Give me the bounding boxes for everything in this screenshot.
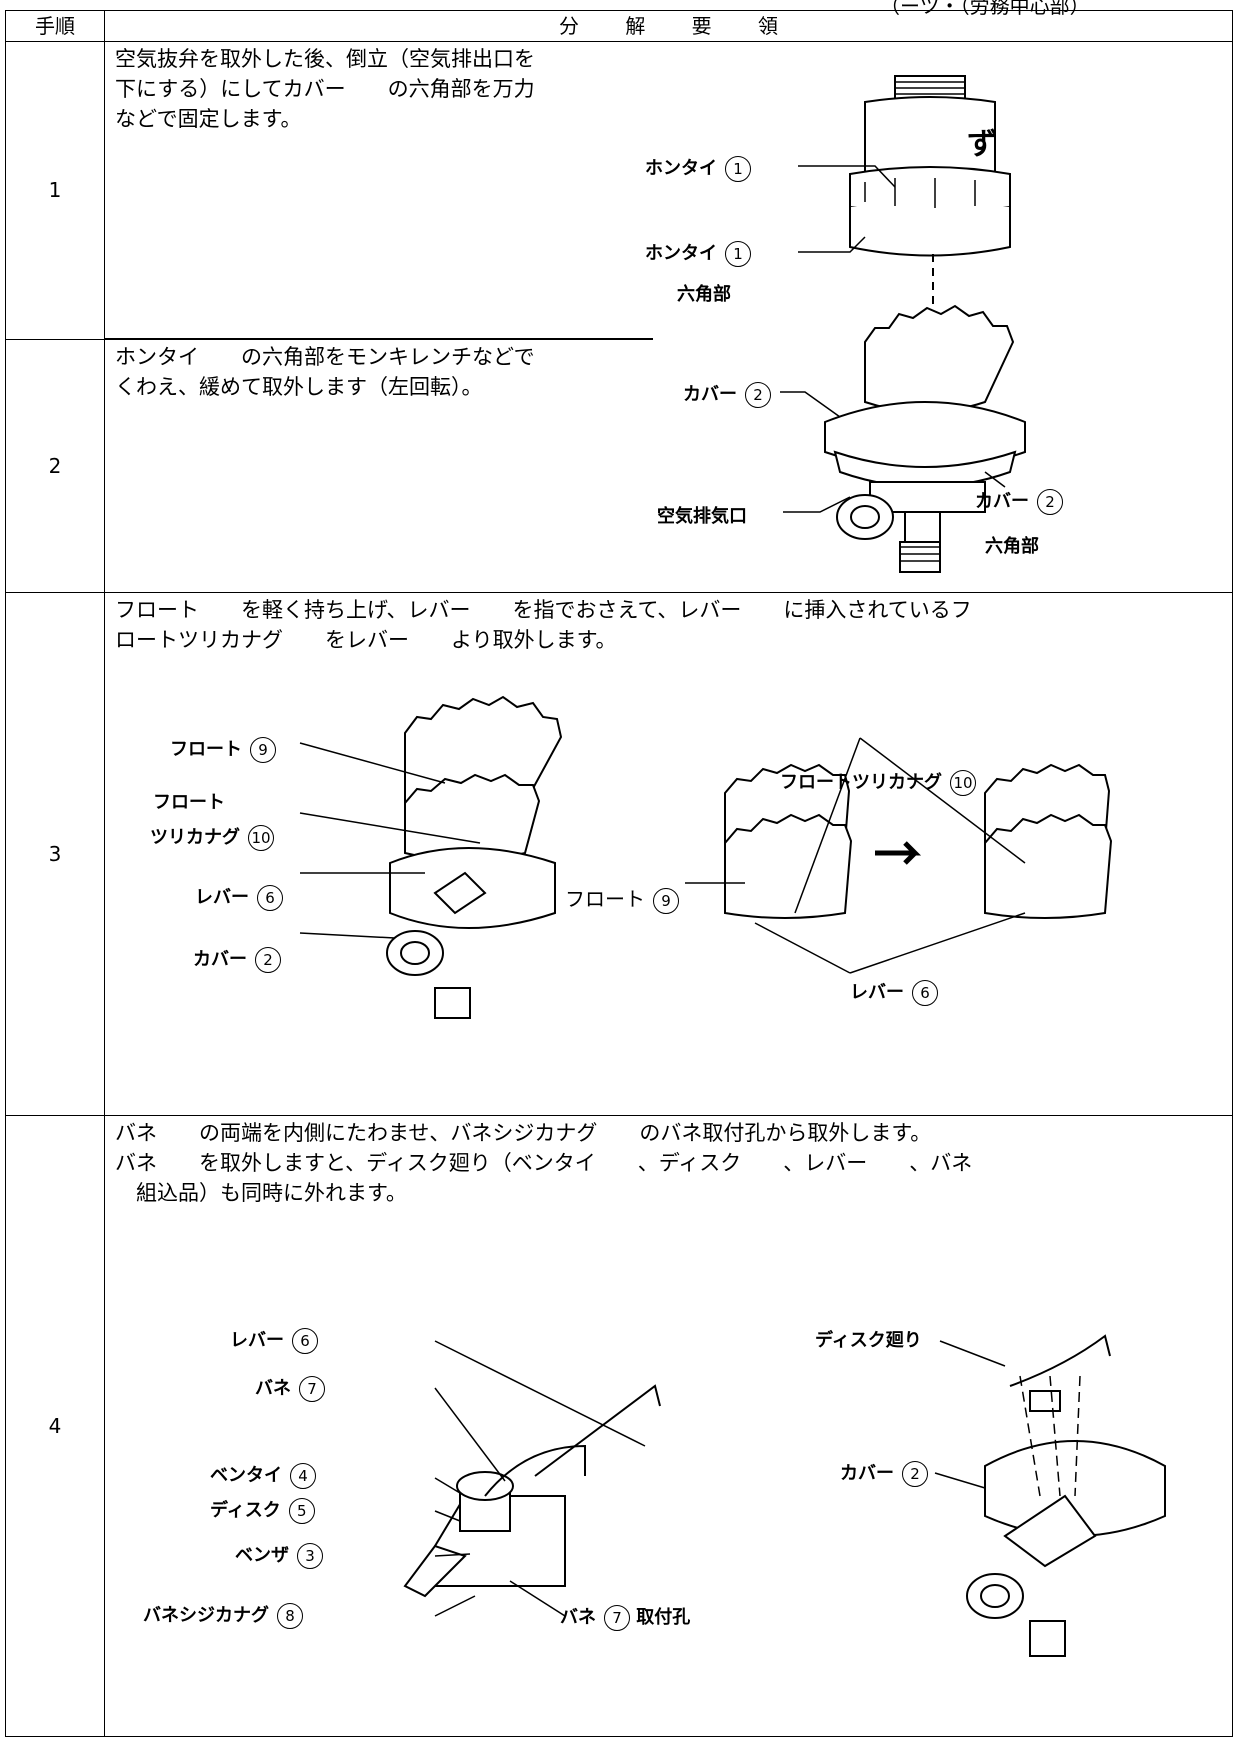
step-row-4: 4 バネ の両端を内側にたわませ、バネシジカナグ のバネ取付孔から取外します。 … bbox=[5, 1115, 1233, 1737]
tsurikanagu-label: ツリカナグ 10 bbox=[150, 823, 274, 851]
cover-label-2: カバー 2 bbox=[975, 487, 1063, 515]
circled-number: 9 bbox=[653, 888, 679, 914]
circled-number: 10 bbox=[248, 825, 274, 851]
step-3-cell: フロート を軽く持ち上げ、レバー を指でおさえて、レバー に挿入されているフ ロ… bbox=[104, 592, 1233, 1116]
step-header: 手順 bbox=[5, 10, 105, 42]
step-4-cell: バネ の両端を内側にたわませ、バネシジカナグ のバネ取付孔から取外します。 バネ… bbox=[104, 1115, 1233, 1737]
lever-label: レバー 6 bbox=[195, 883, 283, 911]
circled-number: 10 bbox=[950, 770, 976, 796]
label-text: バネシジカナグ bbox=[143, 1605, 269, 1626]
label-text: ベンザ bbox=[235, 1545, 289, 1566]
label-text: レバー bbox=[230, 1330, 284, 1351]
step-4-text: バネ の両端を内側にたわませ、バネシジカナグ のバネ取付孔から取外します。 バネ… bbox=[115, 1121, 973, 1205]
label-text: カバー bbox=[840, 1463, 894, 1484]
step-row-3: 3 フロート を軽く持ち上げ、レバー を指でおさえて、レバー に挿入されているフ… bbox=[5, 592, 1233, 1116]
header-char: 領 bbox=[758, 14, 779, 38]
step-row-1: 1 空気抜弁を取外した後、倒立（空気排出口を 下にする）にしてカバー の六角部を… bbox=[5, 41, 1233, 593]
cover-label-1: カバー 2 bbox=[683, 380, 771, 408]
label-text: カバー bbox=[683, 384, 737, 405]
circled-number: 2 bbox=[255, 947, 281, 973]
circled-number: 6 bbox=[257, 885, 283, 911]
step-row-2: 2 bbox=[5, 338, 1233, 594]
svg-text:ず: ず bbox=[967, 127, 997, 162]
circled-number: 2 bbox=[902, 1461, 928, 1487]
label-text: レバー bbox=[850, 982, 904, 1003]
label-text: ベンタイ bbox=[210, 1465, 282, 1486]
header-row: 手順 分 解 要 領 bbox=[5, 10, 1233, 42]
float-tsurikanagu-label: フロートツリカナグ 10 bbox=[780, 768, 976, 796]
header-char: 分 bbox=[558, 14, 579, 38]
rokkakubu-label-2: 六角部 bbox=[985, 536, 1039, 557]
step-number: 2 bbox=[5, 338, 105, 594]
circled-number: 4 bbox=[290, 1463, 316, 1489]
step-number: 1 bbox=[5, 41, 105, 340]
circled-number: 5 bbox=[288, 1498, 315, 1524]
step-number: 3 bbox=[5, 592, 105, 1116]
spring-disk-illustration bbox=[403, 1334, 1166, 1657]
cover-label-4: カバー 2 bbox=[840, 1459, 928, 1487]
step-2-text: ホンタイ の六角部をモンキレンチなどで くわえ、緩めて取外します（左回転）。 bbox=[115, 345, 535, 399]
body-cover-illustration: ず bbox=[780, 75, 1026, 573]
bane-label: バネ 7 bbox=[255, 1374, 325, 1402]
steps-1-2-cell: 空気抜弁を取外した後、倒立（空気排出口を 下にする）にしてカバー の六角部を万力… bbox=[104, 41, 1233, 593]
step-3-text: フロート を軽く持ち上げ、レバー を指でおさえて、レバー に挿入されているフ ロ… bbox=[115, 598, 972, 652]
circled-number: 9 bbox=[250, 737, 276, 763]
label-text: レバー bbox=[195, 887, 249, 908]
lever-label-3: レバー 6 bbox=[230, 1326, 318, 1354]
step-number: 4 bbox=[5, 1115, 105, 1737]
circled-number: 7 bbox=[604, 1605, 630, 1631]
label-text: フロート bbox=[170, 739, 242, 760]
hontai-label-1: ホンタイ 1 bbox=[645, 154, 751, 182]
kuuki-label: 空気排気口 bbox=[657, 506, 747, 527]
label-text: ツリカナグ bbox=[150, 827, 240, 848]
banesiji-label: バネシジカナグ 8 bbox=[143, 1601, 303, 1629]
benza-label: ベンザ 3 bbox=[235, 1541, 323, 1569]
disk-label: ディスク 5 bbox=[210, 1496, 315, 1524]
float-label-2: フロート bbox=[153, 792, 225, 813]
label-text: カバー bbox=[975, 491, 1029, 512]
circled-number: 8 bbox=[277, 1603, 303, 1629]
circled-number: 2 bbox=[745, 382, 771, 408]
lever-label-2: レバー 6 bbox=[850, 978, 938, 1006]
circled-number: 7 bbox=[299, 1376, 325, 1402]
disk-mawari-label: ディスク廻り bbox=[815, 1330, 922, 1351]
float-label: フロート 9 bbox=[170, 735, 276, 763]
label-text: ホンタイ bbox=[645, 158, 717, 179]
procedure-header: 分 解 要 領 bbox=[104, 10, 1233, 42]
circled-number: 1 bbox=[725, 156, 751, 182]
step-1-text: 空気抜弁を取外した後、倒立（空気排出口を 下にする）にしてカバー の六角部を万力… bbox=[115, 47, 535, 131]
float-lever-illustration bbox=[299, 695, 1113, 1019]
header-char: 要 bbox=[691, 14, 712, 38]
bane-toritsuke-label: バネ 7 取付孔 bbox=[560, 1603, 690, 1631]
circled-number: 1 bbox=[725, 241, 751, 267]
label-text: 取付孔 bbox=[636, 1607, 691, 1628]
rokkakubu-label: 六角部 bbox=[677, 284, 731, 305]
disassembly-table: 手順 分 解 要 領 1 空気抜弁を取外した後、倒立（空気排出口を 下にする）に… bbox=[5, 10, 1233, 1737]
float-label-3: フロート 9 bbox=[565, 883, 679, 914]
bentai-label: ベンタイ 4 bbox=[210, 1461, 316, 1489]
circled-number: 3 bbox=[297, 1543, 323, 1569]
circled-number: 2 bbox=[1037, 489, 1063, 515]
step-divider bbox=[105, 338, 653, 340]
label-text: ディスク bbox=[210, 1500, 281, 1521]
label-text: フロートツリカナグ bbox=[780, 772, 942, 793]
hontai-label-2: ホンタイ 1 bbox=[645, 239, 751, 267]
label-text: フロート bbox=[565, 887, 645, 911]
circled-number: 6 bbox=[912, 980, 938, 1006]
label-text: バネ bbox=[255, 1378, 291, 1399]
label-text: バネ bbox=[560, 1607, 596, 1628]
cover-label-3: カバー 2 bbox=[193, 945, 281, 973]
label-text: ホンタイ bbox=[645, 243, 717, 264]
label-text: カバー bbox=[193, 949, 247, 970]
circled-number: 6 bbox=[292, 1328, 318, 1354]
header-char: 解 bbox=[625, 14, 646, 38]
